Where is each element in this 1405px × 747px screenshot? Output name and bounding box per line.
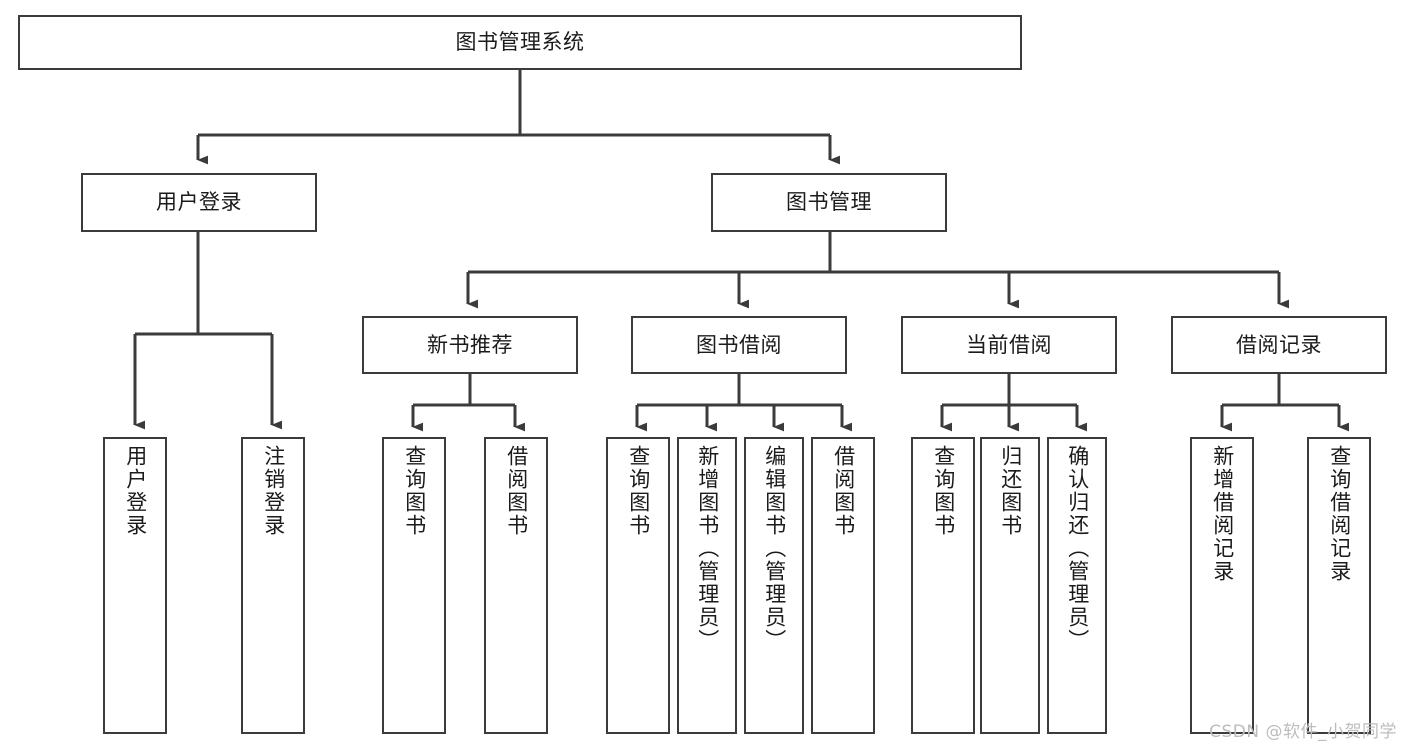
node-label: 当前借阅 (966, 332, 1052, 357)
leaf-query-book-current[interactable]: 查询图书 (911, 437, 975, 734)
leaf-logout[interactable]: 注销登录 (241, 437, 305, 734)
node-label: 借阅图书 (504, 445, 529, 537)
node-label: 图书管理 (786, 190, 872, 215)
leaf-borrow-book[interactable]: 借阅图书 (811, 437, 875, 734)
node-label: 注销登录 (261, 445, 286, 537)
node-label: 归还图书 (998, 445, 1023, 537)
leaf-query-borrow-record[interactable]: 查询借阅记录 (1307, 437, 1371, 734)
leaf-query-book-borrow[interactable]: 查询图书 (606, 437, 670, 734)
node-label: 新增借阅记录 (1210, 445, 1235, 583)
node-label: 用户登录 (123, 445, 148, 537)
leaf-return-book[interactable]: 归还图书 (980, 437, 1040, 734)
node-label: 查询借阅记录 (1327, 445, 1352, 583)
node-label: 借阅图书 (831, 445, 856, 537)
node-label: 查询图书 (931, 445, 956, 537)
leaf-borrow-book-recommend[interactable]: 借阅图书 (484, 437, 548, 734)
node-label: 图书管理系统 (455, 30, 585, 55)
leaf-query-book-recommend[interactable]: 查询图书 (382, 437, 446, 734)
node-label: 新书推荐 (427, 332, 513, 357)
node-label: 确认归还（管理员） (1065, 445, 1090, 652)
node-borrowing-record[interactable]: 借阅记录 (1171, 316, 1387, 374)
leaf-confirm-return-admin[interactable]: 确认归还（管理员） (1047, 437, 1107, 734)
node-label: 查询图书 (626, 445, 651, 537)
node-book-borrowing[interactable]: 图书借阅 (631, 316, 847, 374)
leaf-add-book-admin[interactable]: 新增图书（管理员） (677, 437, 737, 734)
node-label: 编辑图书（管理员） (762, 445, 787, 652)
leaf-add-borrow-record[interactable]: 新增借阅记录 (1190, 437, 1254, 734)
leaf-edit-book-admin[interactable]: 编辑图书（管理员） (744, 437, 804, 734)
node-user-login[interactable]: 用户登录 (81, 173, 317, 232)
node-root-book-management-system[interactable]: 图书管理系统 (18, 15, 1022, 70)
node-label: 图书借阅 (696, 332, 782, 357)
node-book-management[interactable]: 图书管理 (711, 173, 947, 232)
node-label: 用户登录 (156, 190, 242, 215)
node-new-book-recommendation[interactable]: 新书推荐 (362, 316, 578, 374)
csdn-watermark: CSDN @软件_小贺同学 (1209, 722, 1397, 742)
node-current-borrowing[interactable]: 当前借阅 (901, 316, 1117, 374)
leaf-user-login[interactable]: 用户登录 (103, 437, 167, 734)
node-label: 查询图书 (402, 445, 427, 537)
node-label: 新增图书（管理员） (695, 445, 720, 652)
node-label: 借阅记录 (1236, 332, 1322, 357)
